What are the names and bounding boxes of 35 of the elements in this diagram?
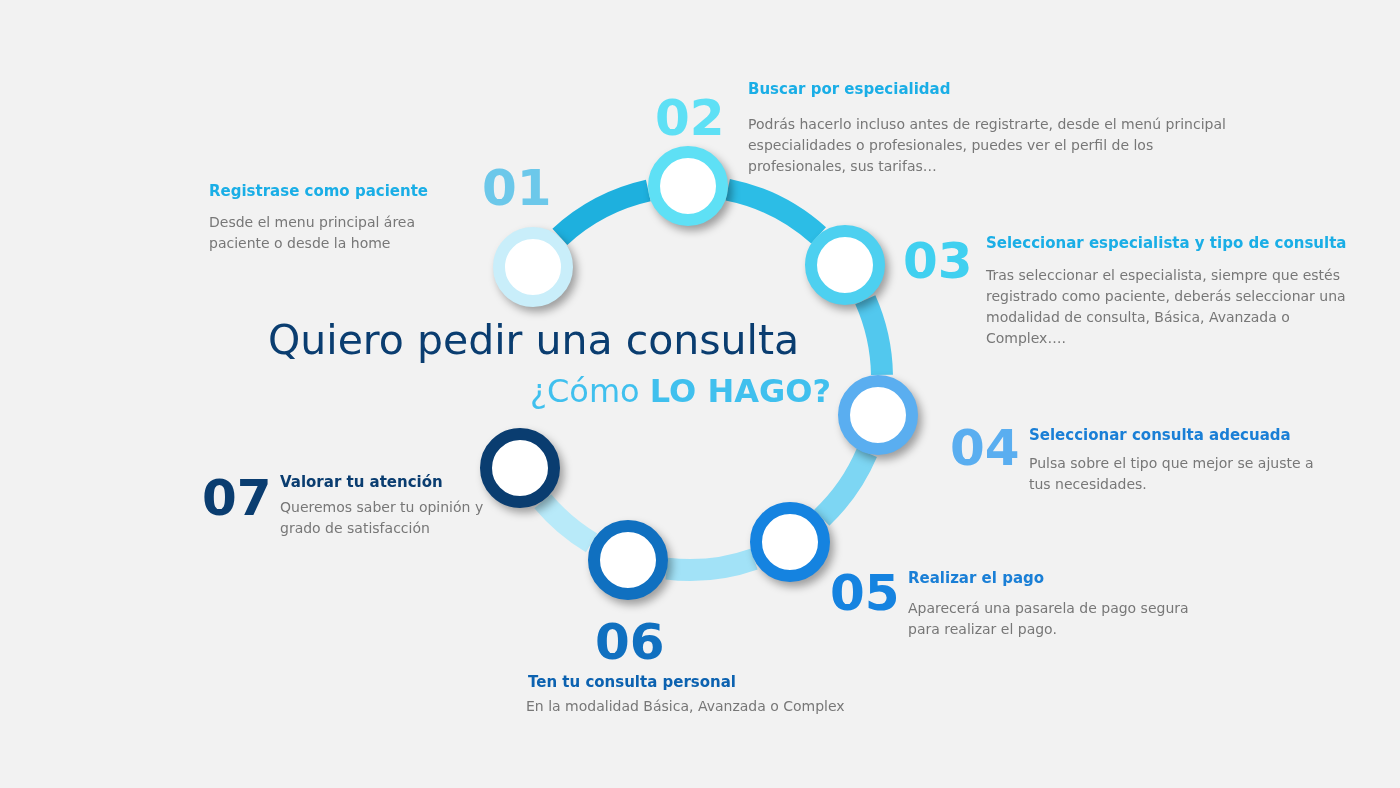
step-heading: Seleccionar especialista y tipo de consulta [986, 234, 1347, 252]
step-description: Pulsa sobre el tipo que mejor se ajuste a tus necesidades. [1029, 454, 1315, 494]
step-heading: Seleccionar consulta adecuada [1029, 426, 1291, 444]
step-description: Tras seleccionar el especialista, siempre que estés registrado como paciente, deberás seleccionar una modalidad de consulta, Básica, Avanzada o Complex…. [986, 266, 1347, 348]
ring-segment [855, 295, 893, 376]
ring-segment [534, 493, 598, 553]
step-circle [648, 146, 728, 226]
step-description: Desde el menu principal área paciente o desde la home [209, 213, 417, 253]
step-number: 02 [655, 93, 725, 143]
step-number: 06 [595, 617, 665, 667]
step-number: 04 [950, 423, 1020, 473]
ring-segment [666, 548, 758, 581]
step-heading: Buscar por especialidad [748, 80, 951, 98]
step-heading: Registrase como paciente [209, 182, 428, 200]
step-circle [838, 374, 919, 455]
step-circle [493, 226, 574, 307]
ring-segment [813, 448, 877, 526]
step-number: 01 [482, 163, 552, 213]
ring-segment [725, 179, 826, 244]
step-heading: Realizar el pago [908, 569, 1045, 587]
ring-segment [552, 179, 652, 246]
subtitle: ¿Cómo LO HAGO? [530, 372, 831, 410]
step-description: Podrás hacerlo incluso antes de registrarte, desde el menú principal especialidades o profesionales, puedes ver el perfil de los profesionales, sus tarifas… [748, 115, 1227, 176]
step-description: En la modalidad Básica, Avanzada o Complex [526, 697, 846, 716]
step-number: 05 [830, 568, 900, 618]
step-number: 07 [202, 473, 272, 523]
step-circle [805, 225, 886, 306]
step-heading: Valorar tu atención [280, 473, 443, 491]
step-description: Aparecerá una pasarela de pago segura para realizar el pago. [908, 599, 1190, 639]
step-circle [750, 501, 831, 582]
step-heading: Ten tu consulta personal [528, 673, 736, 691]
title: Quiero pedir una consulta [268, 316, 800, 364]
step-circle [587, 519, 668, 600]
step-description: Queremos saber tu opinión y grado de satisfacción [280, 498, 485, 538]
step-number: 03 [903, 236, 973, 286]
